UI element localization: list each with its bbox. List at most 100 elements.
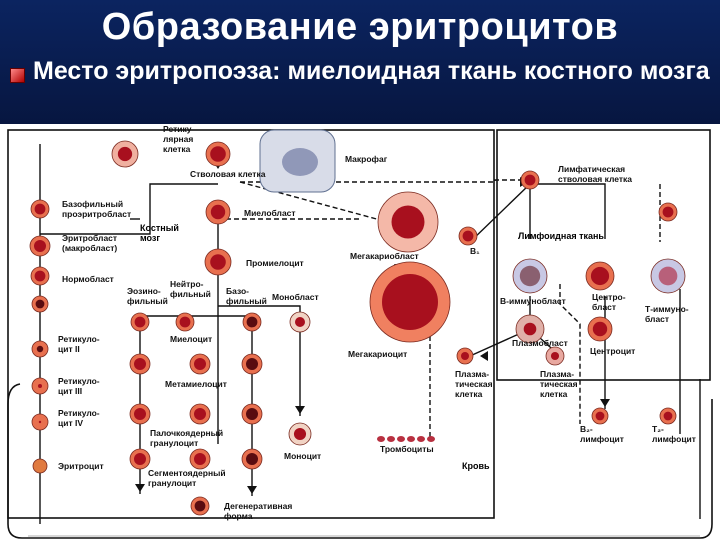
- blood-label: Кровь: [462, 461, 490, 471]
- centrocyte-label: Центроцит: [590, 346, 635, 356]
- centrocyte-cell-nucleus: [592, 321, 608, 337]
- t2-lymphocyte-cell-nucleus: [663, 411, 673, 421]
- metamyelocyte-label: Метамиелоцит: [165, 379, 227, 389]
- eos-promyelocyte-nucleus: [134, 316, 146, 328]
- reticulocyte-2-label: Ретикуло-цит II: [58, 334, 100, 354]
- lymphoid-tissue-label: Лимфоидная ткань: [518, 231, 604, 241]
- slide-title: Образование эритроцитов: [101, 6, 619, 48]
- lymph-stem-cell-nucleus: [524, 174, 536, 186]
- platelet-2: [397, 436, 405, 442]
- monocyte-label: Моноцит: [284, 451, 321, 461]
- megakaryocyte-cell-nucleus: [382, 274, 438, 330]
- stem-cell-label: Стволовая клетка: [190, 169, 266, 179]
- b-immunoblast-cell-nucleus: [519, 265, 541, 287]
- promyelocyte-cell-nucleus: [210, 254, 226, 270]
- t-immunoblast-cell-nucleus: [658, 266, 678, 286]
- normoblast-label: Нормобласт: [62, 274, 114, 284]
- reticulocyte-3-cell-nucleus: [38, 384, 42, 388]
- macrophage-label: Макрофаг: [345, 154, 388, 164]
- monoblast-cell-nucleus: [295, 317, 305, 327]
- lymphoid-frame: [496, 129, 711, 381]
- neutro-metamyelocyte-nucleus: [194, 408, 206, 420]
- platelet-0: [377, 436, 385, 442]
- plasma-cell-2-nucleus: [550, 351, 560, 361]
- eos-label: Эозино-фильный: [127, 286, 168, 306]
- b-immunoblast-label: В-иммунобласт: [500, 296, 566, 306]
- platelets-label: Тромбоциты: [380, 444, 434, 454]
- reticulocyte-4-label: Ретикуло-цит IV: [58, 408, 100, 428]
- platelet-3: [407, 436, 415, 442]
- baso-promyelocyte-nucleus: [246, 316, 258, 328]
- myeloblast-label: Миелобласт: [244, 208, 296, 218]
- myelocyte-label: Миелоцит: [170, 334, 212, 344]
- stem-cell-nucleus: [210, 146, 226, 162]
- plasmoblast-cell-nucleus: [523, 322, 537, 336]
- erythrocyte-label: Эритроцит: [58, 461, 104, 471]
- arrow-head: [295, 406, 305, 414]
- plasma-cell-1-nucleus: [461, 352, 469, 360]
- centroblast-label: Центро-бласт: [592, 292, 626, 312]
- arrow-head: [600, 399, 610, 407]
- marrow-frame: [7, 129, 495, 519]
- slide-subtitle: Место эритропоэза: миелоидная ткань кост…: [33, 57, 710, 85]
- arrow-head: [480, 351, 488, 361]
- t-immunoblast-label: Т-иммуно-бласт: [645, 304, 689, 324]
- b2-dashed: [559, 284, 581, 424]
- reticulocyte-2-cell-nucleus: [36, 345, 44, 353]
- normoblast-cell-nucleus: [35, 299, 45, 309]
- b1-cell-nucleus: [462, 230, 474, 242]
- monocyte-cell-nucleus: [293, 427, 307, 441]
- centroblast-cell-nucleus: [590, 266, 610, 286]
- neutro-promyelocyte-nucleus: [179, 316, 191, 328]
- blood-vessel-outline: [7, 383, 713, 539]
- megakaryoblast-label: Мегакариобласт: [350, 251, 419, 261]
- neutro-myelocyte-nucleus: [194, 358, 206, 370]
- stem-to-basophil: [40, 183, 218, 235]
- reticulocyte-4-cell-nucleus: [38, 420, 42, 424]
- eos-myelocyte-nucleus: [134, 358, 146, 370]
- plasmoblast-label: Плазмобласт: [512, 338, 568, 348]
- promyelocyte-label: Промиелоцит: [246, 258, 304, 268]
- slide-header: Образование эритроцитов Место эритропоэз…: [0, 0, 720, 124]
- bullet-icon: [10, 68, 25, 83]
- reticulocyte-3-label: Ретикуло-цит III: [58, 376, 100, 396]
- neutro-band-nucleus: [194, 453, 206, 465]
- erythroblast-label: Эритробласт(макробласт): [62, 233, 117, 253]
- baso-band-nucleus: [246, 453, 258, 465]
- t2-label: Т₂-лимфоцит: [652, 424, 696, 444]
- t-lymph-stem-cell-nucleus: [662, 206, 674, 218]
- basophil-proerythroblast-cell-nucleus: [34, 240, 46, 252]
- myeloblast-cell-nucleus: [210, 204, 226, 220]
- lymph-right: [530, 183, 606, 219]
- mono-line: [218, 305, 301, 416]
- baso-myelocyte-nucleus: [246, 358, 258, 370]
- arrow-head: [247, 486, 257, 494]
- eos-metamyelocyte-nucleus: [134, 408, 146, 420]
- baso-metamyelocyte-nucleus: [246, 408, 258, 420]
- megakaryocyte-label: Мегакариоцит: [348, 349, 407, 359]
- eos-band-nucleus: [134, 453, 146, 465]
- lymph-to-b1: [469, 183, 531, 243]
- baso-label: Базо-фильный: [226, 286, 267, 306]
- erythrocyte-cell: [32, 458, 48, 474]
- stem-to-lymph: [240, 179, 530, 183]
- erythroblast-cell-nucleus: [34, 270, 46, 282]
- platelet-5: [427, 436, 435, 442]
- macrophage-nucleus: [282, 148, 318, 176]
- monoblast-label: Монобласт: [272, 292, 319, 302]
- b2-label: В₂-лимфоцит: [580, 424, 624, 444]
- b1-label: В₁: [470, 246, 480, 256]
- megakaryoblast-cell-nucleus: [391, 205, 425, 239]
- reticular-cell-nucleus: [117, 146, 133, 162]
- platelet-4: [417, 436, 425, 442]
